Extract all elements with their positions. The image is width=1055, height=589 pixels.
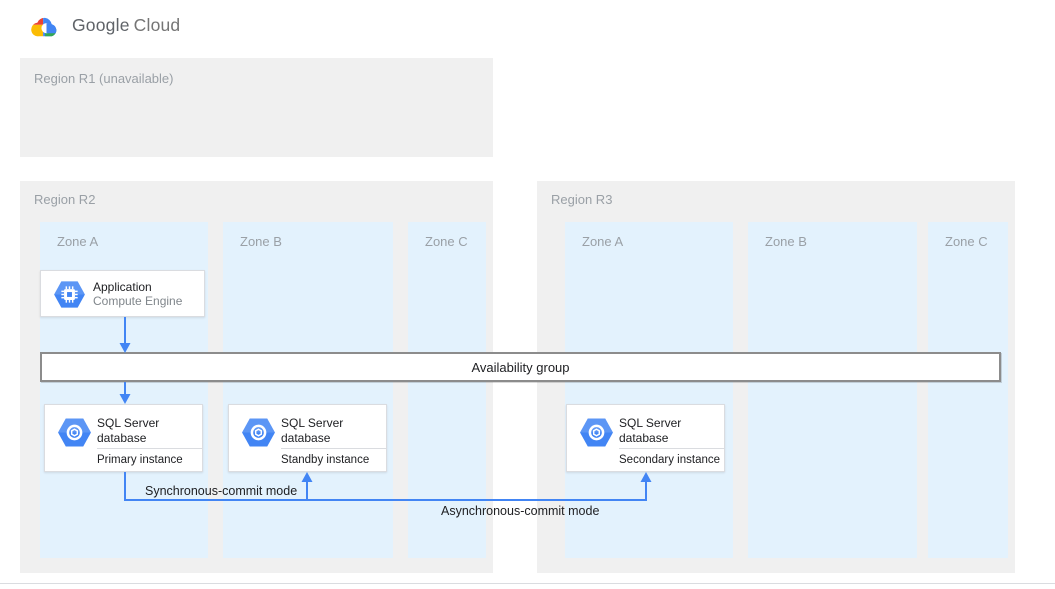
sql-primary-instance-label: Primary instance	[97, 454, 183, 466]
zone-r3-a-label: Zone A	[582, 234, 624, 249]
region-r3-label: Region R3	[551, 192, 613, 207]
synchronous-commit-label: Synchronous-commit mode	[145, 484, 298, 498]
availability-group-label: Availability group	[471, 359, 570, 375]
logo-word-google: Google	[72, 15, 130, 35]
sql-secondary-node: SQL Server database Secondary instance	[566, 404, 725, 472]
zone-r2-a-label: Zone A	[57, 234, 99, 249]
sql-standby-title: SQL Server database	[281, 416, 344, 445]
divider	[97, 448, 202, 449]
availability-group-bar: Availability group	[40, 352, 1001, 382]
zone-r2-c-label: Zone C	[425, 234, 468, 249]
divider	[281, 448, 386, 449]
zone-r2-b: Zone B	[223, 222, 393, 558]
google-cloud-logo-icon	[31, 17, 57, 37]
compute-engine-icon	[54, 281, 85, 308]
sql-server-icon	[58, 418, 91, 447]
zone-r3-c: Zone C	[928, 222, 1008, 558]
sql-primary-title: SQL Server database	[97, 416, 160, 445]
asynchronous-commit-label: Asynchronous-commit mode	[441, 504, 600, 518]
sql-secondary-instance-label: Secondary instance	[619, 454, 721, 466]
divider	[619, 448, 724, 449]
sql-secondary-title: SQL Server database	[619, 416, 682, 445]
zone-r2-c: Zone C	[408, 222, 486, 558]
application-node: Application Compute Engine	[40, 270, 205, 317]
zone-r3-c-label: Zone C	[945, 234, 988, 249]
zone-r3-a: Zone A	[565, 222, 733, 558]
sql-primary-node: SQL Server database Primary instance	[44, 404, 203, 472]
bottom-divider	[0, 583, 1055, 584]
zone-r3-b: Zone B	[748, 222, 917, 558]
application-subtitle: Compute Engine	[93, 294, 183, 308]
region-r2-label: Region R2	[34, 192, 96, 207]
sql-server-icon	[242, 418, 275, 447]
sql-server-icon	[580, 418, 613, 447]
sql-standby-instance-label: Standby instance	[281, 454, 370, 466]
sql-standby-node: SQL Server database Standby instance	[228, 404, 387, 472]
region-r1-label: Region R1 (unavailable)	[34, 71, 174, 86]
zone-r3-b-label: Zone B	[765, 234, 807, 249]
logo-word-cloud: Cloud	[133, 15, 181, 35]
region-r1-unavailable: Region R1 (unavailable)	[20, 58, 493, 157]
zone-r2-b-label: Zone B	[240, 234, 282, 249]
application-title: Application	[93, 280, 152, 294]
